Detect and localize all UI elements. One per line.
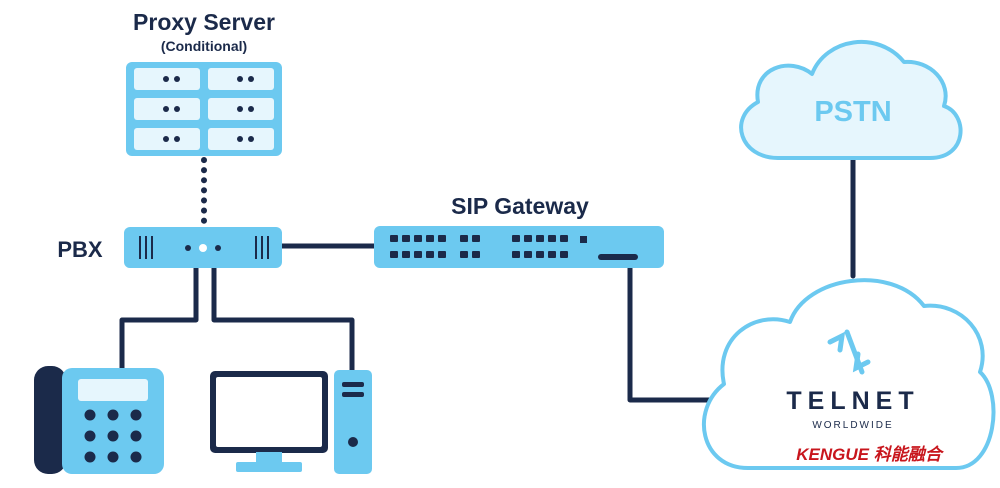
connections [119,157,856,403]
pbx-phone-link [119,265,199,373]
sip-telnet-link [627,265,715,403]
telnet-cloud [701,278,996,470]
switch-port [524,251,532,258]
switch-port [414,251,422,258]
switch-port [512,251,520,258]
switch-port [472,251,480,258]
server-rack-icon [126,62,282,156]
pbx-label: PBX [57,237,103,262]
switch-port [402,235,410,242]
pbx-unit-icon [124,227,282,268]
telnet-logo-icon [827,329,871,375]
pstn-label: PSTN [814,96,891,128]
cloud-icon [739,39,963,160]
proxy-server-title: Proxy Server [133,9,275,35]
watermark-text: KENGUE 科能融合 [796,445,944,464]
switch-port [472,235,480,242]
switch-port [438,235,446,242]
telnet-tagline: WORLDWIDE [812,420,893,431]
desktop-computer-icon [210,370,372,474]
switch-port [390,251,398,258]
switch-port [524,235,532,242]
switch-port [426,251,434,258]
desk-phone-icon [34,366,164,474]
switch-port [548,235,556,242]
switch-port [426,235,434,242]
switch-port [536,235,544,242]
switch-port [390,235,398,242]
pbx-computer-link [211,265,355,375]
switch-port [402,251,410,258]
sip-gateway-label: SIP Gateway [451,193,589,219]
network-switch-icon [374,226,664,268]
switch-port [460,235,468,242]
switch-port [460,251,468,258]
switch-port [548,251,556,258]
switch-status-light [580,236,587,243]
switch-port [438,251,446,258]
switch-port [414,235,422,242]
switch-port [560,251,568,258]
switch-port [536,251,544,258]
telnet-name: TELNET [786,387,919,415]
proxy-server-subtitle: (Conditional) [161,38,247,54]
switch-port [512,235,520,242]
switch-port [560,235,568,242]
